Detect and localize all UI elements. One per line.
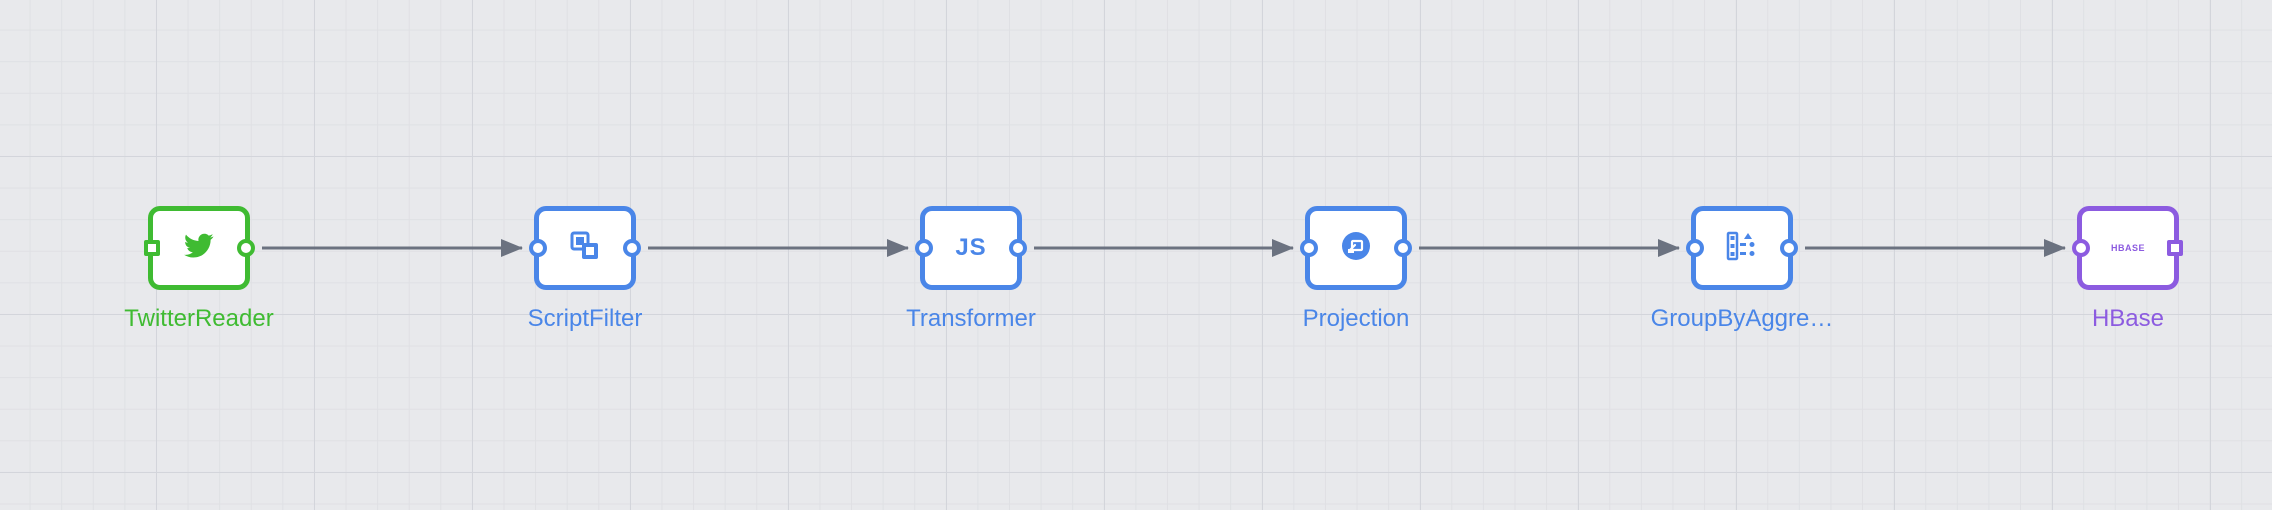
script-filter-icon (570, 231, 600, 266)
node-label-hbase: HBase (2091, 305, 2165, 332)
input-port[interactable] (529, 239, 547, 257)
output-port[interactable] (1780, 239, 1798, 257)
output-port[interactable] (2167, 240, 2183, 256)
node-hbase[interactable]: HBASE (2072, 206, 2183, 290)
node-group-by-aggregate[interactable] (1686, 206, 1798, 290)
node-label-twitter-reader: TwitterReader (124, 305, 274, 332)
node-twitter-reader[interactable] (144, 206, 255, 290)
node-projection[interactable] (1300, 206, 1412, 290)
input-port[interactable] (144, 240, 160, 256)
node-label-group-by-aggregate: GroupByAggre… (1650, 305, 1834, 332)
input-port[interactable] (1686, 239, 1704, 257)
js-icon: JS (955, 234, 987, 261)
projection-icon (1341, 231, 1371, 266)
output-port[interactable] (1394, 239, 1412, 257)
input-port[interactable] (1300, 239, 1318, 257)
node-label-script-filter: ScriptFilter (527, 305, 643, 332)
output-port[interactable] (1009, 239, 1027, 257)
twitter-bird-icon (184, 233, 214, 264)
node-transformer[interactable]: JS (915, 206, 1027, 290)
output-port[interactable] (623, 239, 641, 257)
node-label-transformer: Transformer (906, 305, 1036, 332)
node-label-projection: Projection (1302, 305, 1410, 332)
output-port[interactable] (237, 239, 255, 257)
input-port[interactable] (2072, 239, 2090, 257)
hbase-icon: HBASE (2110, 243, 2145, 253)
node-script-filter[interactable] (529, 206, 641, 290)
input-port[interactable] (915, 239, 933, 257)
group-by-icon (1726, 231, 1758, 266)
